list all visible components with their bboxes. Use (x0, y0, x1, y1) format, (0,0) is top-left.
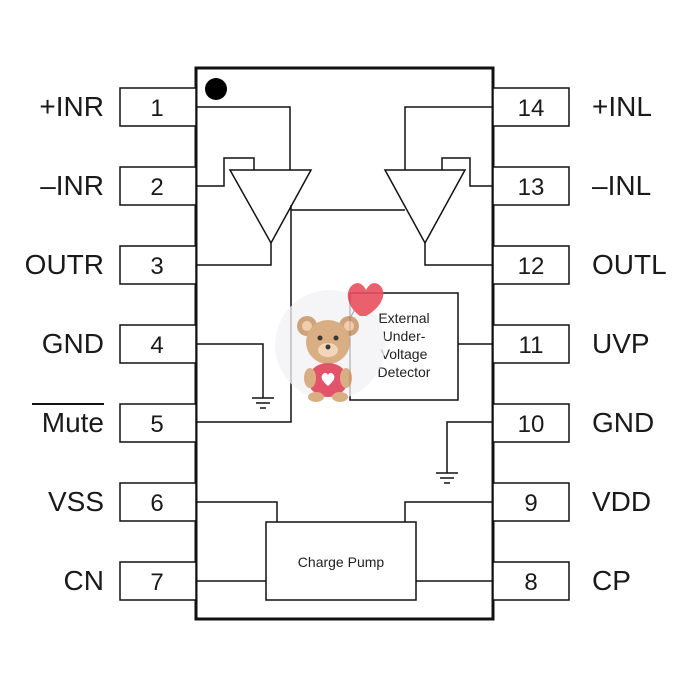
left-channel-amplifier-icon (383, 169, 467, 245)
pin-number-2: 2 (150, 174, 163, 201)
pin-label-vss: VSS (48, 486, 104, 517)
pin-number-3: 3 (150, 253, 163, 280)
charge-pump-block (265, 521, 417, 601)
pin-number-8: 8 (524, 569, 537, 596)
pin-number-7: 7 (150, 569, 163, 596)
wire-pin10-to-ground (446, 421, 493, 473)
pin-box-7 (119, 561, 197, 601)
teddy-bear-watermark-icon (275, 283, 385, 402)
pin1-marker-dot (205, 78, 227, 100)
pin-box-14 (492, 87, 570, 127)
wire-amp-to-pin3 (196, 243, 272, 266)
pin-label-gnd-right: GND (592, 407, 654, 438)
pin-number-1: 1 (150, 95, 163, 122)
pin-number-12: 12 (518, 253, 545, 280)
wire-pin9-to-charge-pump (404, 501, 493, 522)
pin-label-cp: CP (592, 565, 631, 596)
pin-number-13: 13 (518, 174, 545, 201)
wire-amp-to-pin12 (424, 243, 493, 266)
pin-label-cn: CN (64, 565, 104, 596)
pin-label-inr-plus: +INR (39, 91, 104, 122)
pin-number-5: 5 (150, 411, 163, 438)
uvp-detector-label-line4: Detector (378, 364, 431, 380)
pin-label-gnd-left: GND (42, 328, 104, 359)
pin-label-vdd: VDD (592, 486, 651, 517)
wire-pin13-to-amp (441, 157, 493, 187)
pin-number-14: 14 (518, 95, 545, 122)
pin-number-10: 10 (518, 411, 545, 438)
pin-number-6: 6 (150, 490, 163, 517)
ground-symbol-icon (252, 397, 274, 409)
wire-pin6-to-charge-pump (196, 501, 278, 522)
pin-number-9: 9 (524, 490, 537, 517)
wire-pin1-to-amp (196, 106, 291, 170)
pin-label-inl-plus: +INL (592, 91, 652, 122)
ground-symbol-icon (436, 472, 458, 484)
wire-pin4-to-ground (196, 343, 264, 398)
wire-pin14-to-amp (404, 106, 493, 170)
pin-box-13 (492, 166, 570, 206)
pin-box-10 (492, 403, 570, 443)
uvp-detector-label-line3: Voltage (381, 346, 428, 362)
pin-box-11 (492, 324, 570, 364)
right-channel-amplifier-icon (228, 169, 313, 245)
charge-pump-label: Charge Pump (298, 554, 385, 570)
pin-label-inr-minus: –INR (40, 170, 104, 201)
pin-label-inl-minus: –INL (592, 170, 651, 201)
pin-label-mute: Mute (42, 407, 104, 438)
pin-box-5 (119, 403, 197, 443)
pin-number-4: 4 (150, 332, 163, 359)
pin-box-4 (119, 324, 197, 364)
pin-number-11: 11 (519, 332, 544, 359)
pin-label-outr: OUTR (25, 249, 104, 280)
wire-pin2-to-amp (196, 157, 255, 187)
pin-label-uvp: UVP (592, 328, 650, 359)
uvp-detector-label-line2: Under- (383, 328, 426, 344)
pin-box-8 (492, 561, 570, 601)
wire-mute-bus (196, 205, 292, 423)
pin-label-outl: OUTL (592, 249, 667, 280)
pin-box-2 (119, 166, 197, 206)
uvp-detector-label-line1: External (378, 310, 429, 326)
pin-box-6 (119, 482, 197, 522)
pin-box-1 (119, 87, 197, 127)
